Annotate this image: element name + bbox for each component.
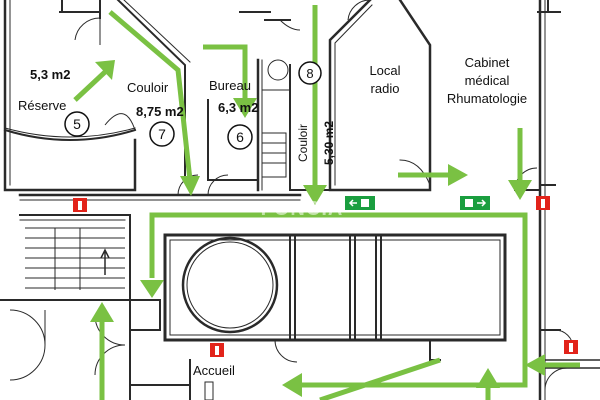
evacuation-arrow-icon xyxy=(203,44,248,102)
evacuation-arrow-icon xyxy=(303,185,327,205)
evacuation-arrow-icon xyxy=(508,180,532,200)
bench xyxy=(204,381,214,400)
wall xyxy=(59,0,101,13)
water-heater-icon xyxy=(262,59,290,91)
wall xyxy=(328,0,432,192)
bureau-label: Bureau xyxy=(209,78,251,93)
evacuation-route xyxy=(73,5,580,400)
evacuation-arrow-icon xyxy=(73,70,107,102)
reserve-area: 5,3 m2 xyxy=(30,67,70,82)
evacuation-arrow-icon xyxy=(180,176,200,196)
wall xyxy=(19,214,131,400)
reserve-number: 5 xyxy=(73,116,81,132)
local-radio-line1: Local xyxy=(369,63,400,78)
couloir-number: 7 xyxy=(158,126,166,142)
wall xyxy=(4,127,136,138)
bureau-area: 6,3 m2 xyxy=(218,100,258,115)
wall xyxy=(129,299,161,331)
wall xyxy=(163,233,507,342)
room-number-badges xyxy=(64,61,322,150)
cabinet-unit xyxy=(261,132,287,178)
door-swing xyxy=(274,339,298,363)
room-number-circle xyxy=(64,111,90,137)
evacuation-arrow-icon xyxy=(140,280,164,298)
cabinet-line1: Cabinet xyxy=(465,55,510,70)
evacuation-arrow-icon xyxy=(233,98,257,118)
evacuation-arrow-icon xyxy=(282,373,302,397)
wall xyxy=(3,0,137,192)
evacuation-arrow-icon xyxy=(95,60,115,80)
couloir-vertical-area: 5,30 m2 xyxy=(322,121,336,165)
emergency-exit-sign-icon xyxy=(345,196,375,210)
fire-extinguisher-icon xyxy=(536,196,550,210)
room-number-circle xyxy=(149,121,175,147)
wall xyxy=(429,339,441,361)
wall xyxy=(399,159,431,186)
wall xyxy=(289,236,382,339)
bureau-number: 6 xyxy=(236,129,244,145)
cabinet-line2: médical xyxy=(465,73,510,88)
evacuation-arrow-icon xyxy=(476,368,500,388)
evacuation-arrow-icon xyxy=(108,10,193,181)
wall xyxy=(537,0,561,13)
couloir-area: 8,75 m2 xyxy=(136,104,184,119)
door-swing xyxy=(104,113,136,131)
watermark: FONCIA xyxy=(261,198,344,220)
wall xyxy=(239,11,291,21)
round-room-wall xyxy=(181,236,279,334)
couloir-label: Couloir xyxy=(127,80,169,95)
reserve-label: Réserve xyxy=(18,98,66,113)
door-swing xyxy=(279,19,301,31)
wall xyxy=(3,128,137,141)
couloir-vertical-label: Couloir xyxy=(296,124,310,162)
door-swing xyxy=(9,344,46,381)
door-swing xyxy=(544,367,568,391)
wall xyxy=(123,0,191,63)
couloir-vertical-number: 8 xyxy=(306,66,313,81)
wall xyxy=(334,4,373,186)
evacuation-arrow-icon xyxy=(319,357,441,400)
fire-extinguisher-icon xyxy=(210,343,224,357)
room-number-circle xyxy=(227,124,253,150)
fire-extinguisher-icon xyxy=(564,340,578,354)
fire-extinguishers xyxy=(73,196,578,357)
evacuation-arrow-icon xyxy=(448,164,468,186)
evacuation-arrowheads xyxy=(90,60,545,397)
room-number-circle xyxy=(298,61,322,85)
round-room-wall xyxy=(186,241,274,329)
local-radio-line2: radio xyxy=(371,81,400,96)
wall xyxy=(169,239,501,336)
door-swing xyxy=(347,0,371,21)
door-swing xyxy=(207,174,229,196)
evacuation-arrow-icon xyxy=(525,354,545,376)
door-swing xyxy=(9,309,46,346)
accueil-label: Accueil xyxy=(193,363,235,378)
emergency-exit-sign-icon xyxy=(460,196,490,210)
bureau-fixtures xyxy=(204,59,290,400)
doors xyxy=(9,0,574,391)
staircase-icon xyxy=(25,227,125,290)
evacuation-arrow-icon xyxy=(90,302,114,322)
wall xyxy=(544,359,600,369)
cabinet-line3: Rhumatologie xyxy=(447,91,527,106)
door-swing xyxy=(74,17,101,41)
fire-extinguisher-icon xyxy=(73,198,87,212)
